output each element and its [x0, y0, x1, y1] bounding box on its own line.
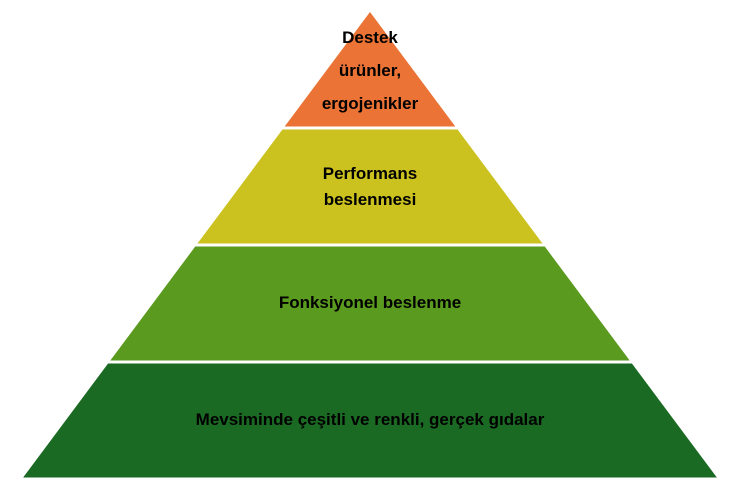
pyramid-level-shape	[284, 12, 456, 127]
pyramid-level-performance: Performans beslenmesi	[197, 129, 543, 244]
pyramid-level-shape	[197, 129, 543, 244]
pyramid-level-whole-foods: Mevsiminde çeşitli ve renkli, gerçek gıd…	[23, 363, 717, 478]
pyramid-level-functional: Fonksiyonel beslenme	[110, 246, 630, 361]
pyramid-level-label: Performans	[323, 164, 417, 183]
pyramid-level-label: ergojenikler	[322, 94, 419, 113]
pyramid-level-label: beslenmesi	[324, 190, 417, 209]
pyramid-level-label: Mevsiminde çeşitli ve renkli, gerçek gıd…	[196, 410, 545, 429]
pyramid-level-label: ürünler,	[339, 61, 401, 80]
pyramid-level-label: Destek	[342, 28, 398, 47]
pyramid-level-supplements: Destek ürünler, ergojenikler	[284, 12, 456, 127]
pyramid-level-label: Fonksiyonel beslenme	[279, 293, 461, 312]
pyramid-level-shape	[110, 246, 630, 361]
pyramid-level-shape	[23, 363, 717, 478]
